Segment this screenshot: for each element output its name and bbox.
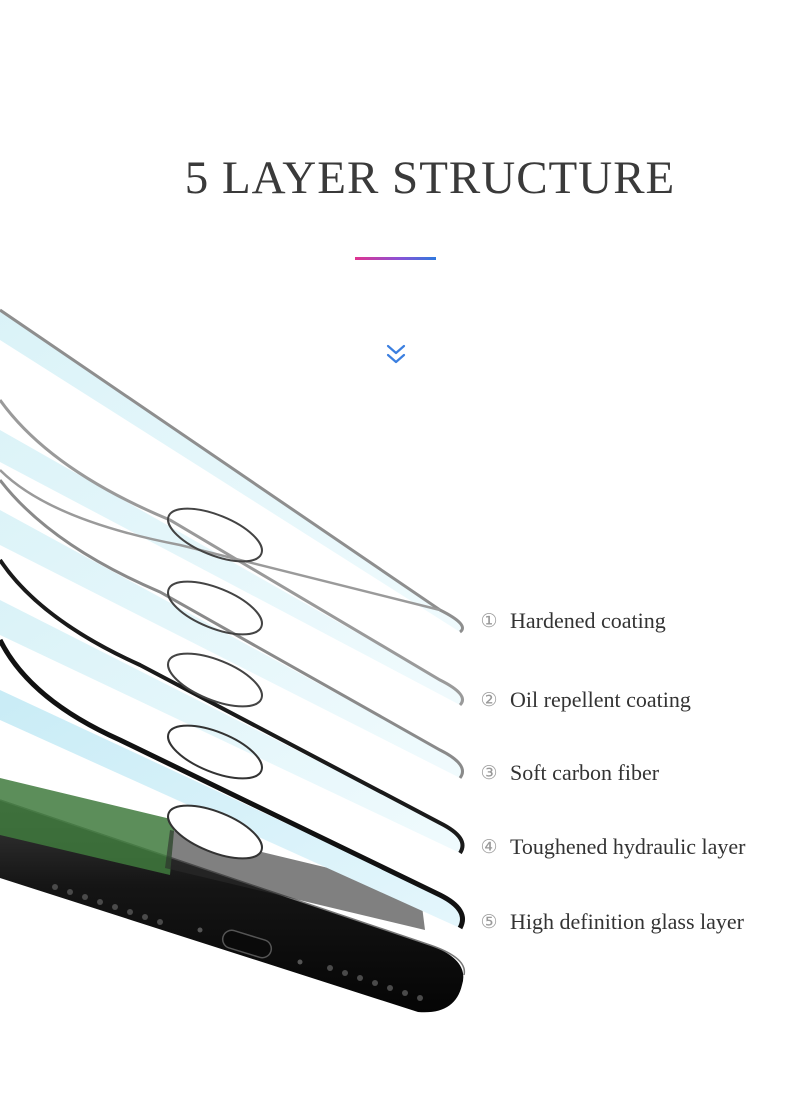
layer-label: High definition glass layer xyxy=(510,909,745,934)
layer-number: ② xyxy=(480,689,498,711)
layer-item-1: ① Hardened coating xyxy=(478,604,666,638)
layer-number: ③ xyxy=(480,762,498,784)
layer-number: ⑤ xyxy=(480,911,498,933)
layer-item-2: ② Oil repellent coating xyxy=(478,683,691,717)
layer-label: Toughened hydraulic layer xyxy=(510,834,746,859)
layer-item-4: ④ Toughened hydraulic layer xyxy=(478,830,745,864)
glass-layer-1 xyxy=(0,308,464,634)
glass-layer-4 xyxy=(0,558,465,855)
layer-label: Soft carbon fiber xyxy=(510,760,660,785)
layer-number: ④ xyxy=(480,836,498,858)
glass-layer-2 xyxy=(0,399,464,707)
glass-layer-5 xyxy=(0,638,465,930)
double-chevron-down-icon xyxy=(386,344,406,364)
layer-label: Oil repellent coating xyxy=(510,687,691,712)
layer-number: ① xyxy=(480,610,498,632)
layer-item-3: ③ Soft carbon fiber xyxy=(478,756,659,790)
title-accent-line xyxy=(355,257,436,260)
glass-layer-3 xyxy=(0,479,464,779)
layer-item-5: ⑤ High definition glass layer xyxy=(478,905,744,939)
page-title: 5 LAYER STRUCTURE xyxy=(184,152,676,204)
layer-label: Hardened coating xyxy=(510,608,666,633)
